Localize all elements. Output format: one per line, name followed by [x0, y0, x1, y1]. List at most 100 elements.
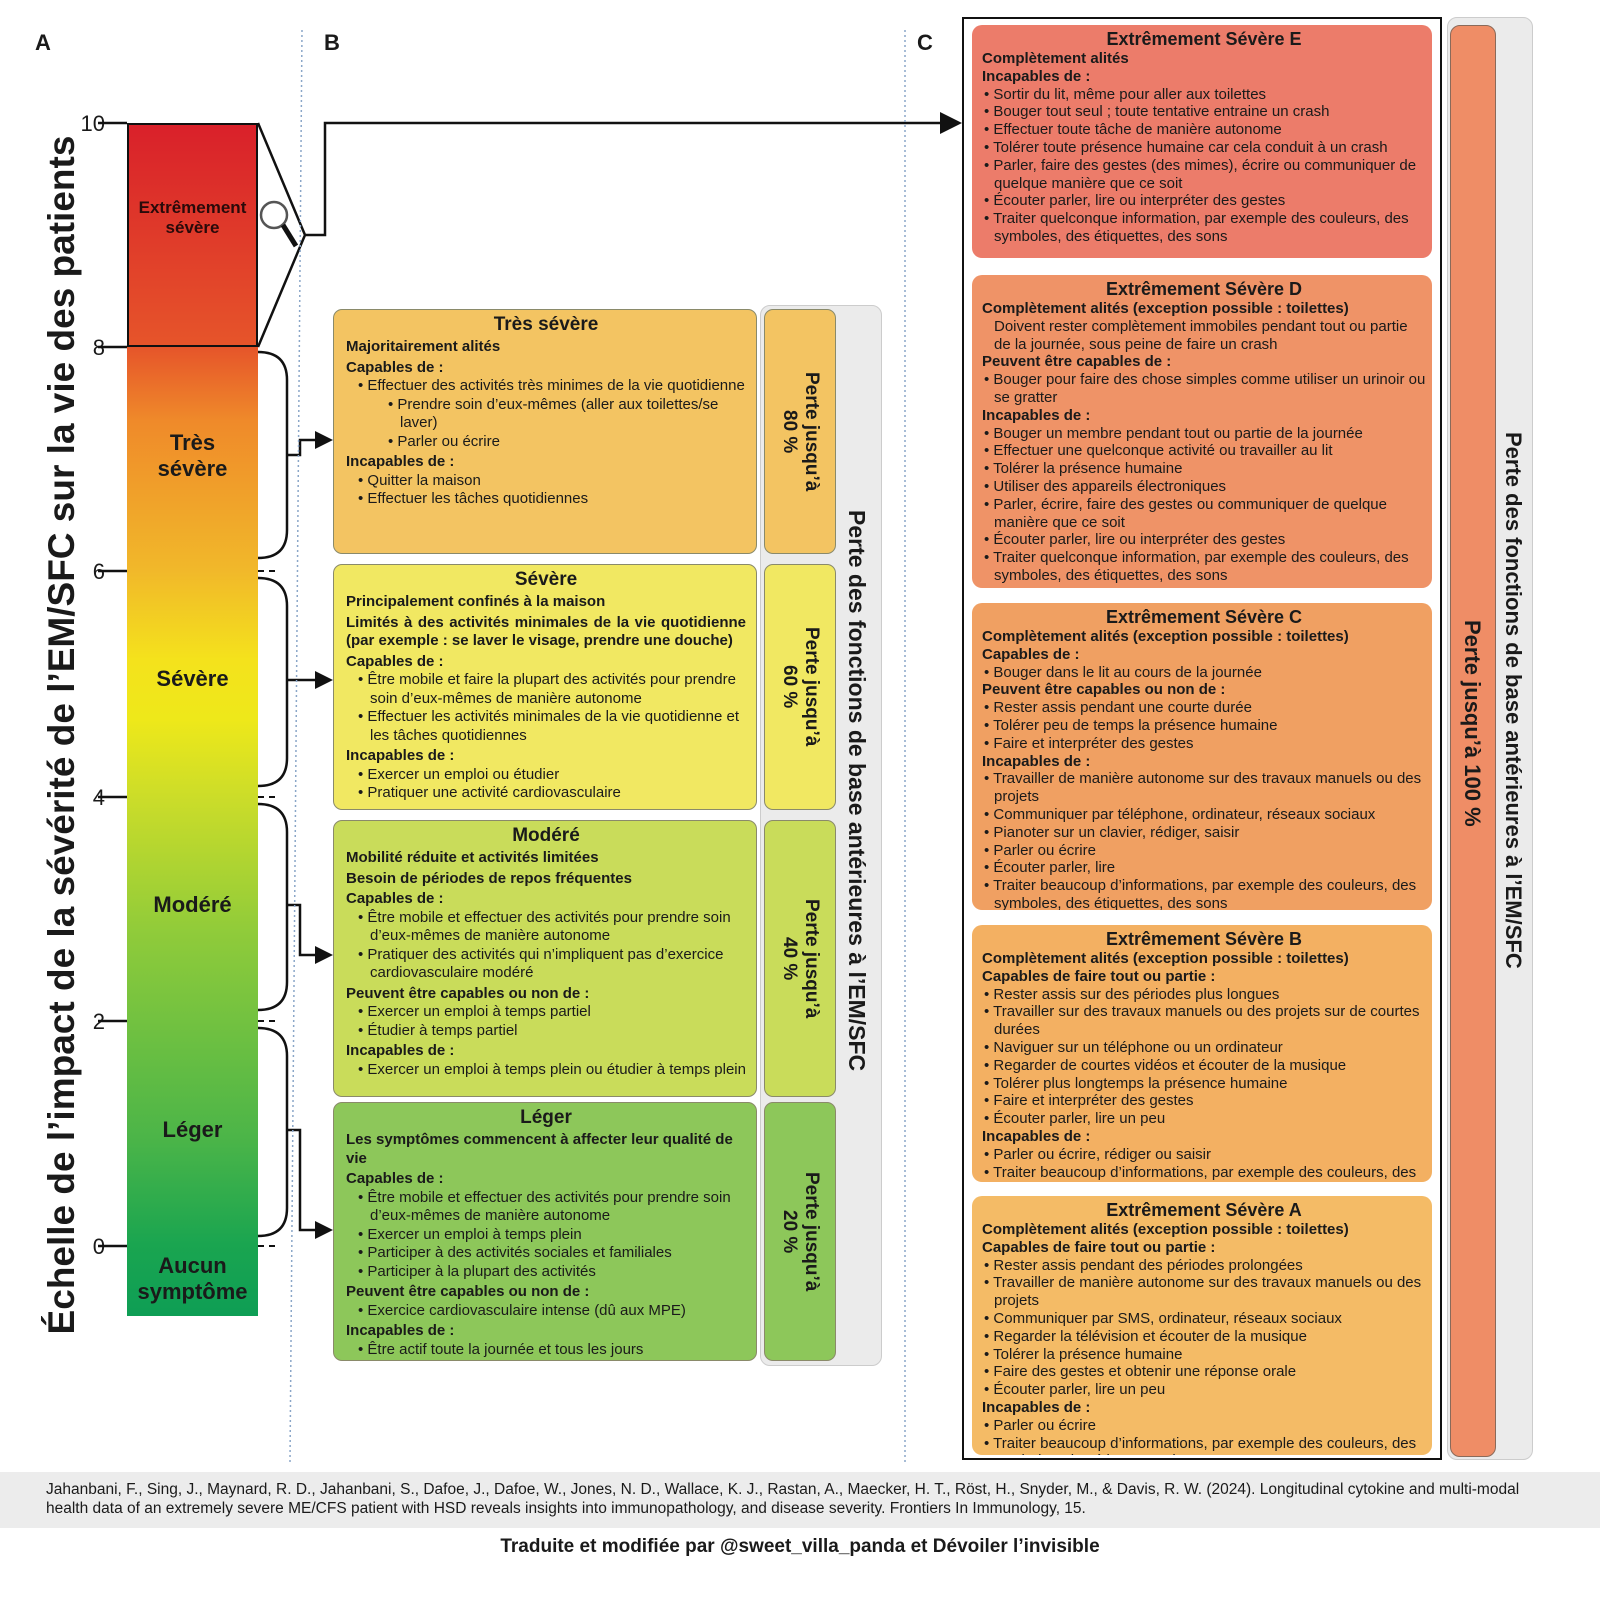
severity-box-title: Léger — [520, 1107, 572, 1128]
section-heading: Besoin de périodes de repos fréquentes — [346, 869, 632, 887]
list-item: • Écouter parler, lire un peu — [984, 1110, 1166, 1128]
credit-line: Traduite et modifiée par @sweet_villa_pa… — [500, 1536, 1100, 1557]
list-item: • Effectuer toute tâche de manière auton… — [984, 121, 1282, 139]
section-heading: Incapables de : — [346, 453, 455, 470]
list-item: • Regarder la télévision et écouter de l… — [984, 1327, 1307, 1345]
list-item: • Tolérer la présence humaine — [984, 1345, 1183, 1363]
level-extreme: Extrêmement sévère — [138, 198, 247, 237]
list-item: • Bouger dans le lit au cours de la jour… — [984, 663, 1262, 681]
section-heading: Capables de : — [346, 1170, 444, 1187]
list-item: • Rester assis pendant des périodes prol… — [984, 1256, 1303, 1274]
list-item: • Parler, écrire, faire des gestes ou co… — [984, 495, 1387, 531]
list-item: • Exercice cardiovasculaire intense (dû … — [358, 1301, 686, 1319]
list-item: • Travailler sur des travaux manuels ou … — [984, 1003, 1420, 1039]
list-item: • Prendre soin d’eux-mêmes (aller aux to… — [388, 395, 719, 432]
list-item: • Étudier à temps partiel — [358, 1021, 518, 1039]
list-item: • Parler ou écrire — [984, 841, 1096, 859]
section-heading: Majoritairement alités — [346, 338, 501, 355]
list-item: • Rester assis sur des périodes plus lon… — [984, 985, 1280, 1003]
section-heading: Peuvent être capables de : — [982, 353, 1172, 371]
list-item: • Traiter beaucoup d’informations, par e… — [984, 877, 1417, 910]
section-heading: Complètement alités (exception possible … — [982, 950, 1349, 967]
section-heading: Capables de : — [346, 652, 444, 670]
list-item: • Travailler de manière autonome sur des… — [984, 770, 1422, 806]
list-item: • Participer à la plupart des activités — [358, 1262, 596, 1280]
section-heading: Principalement confinés à la maison — [346, 593, 606, 610]
list-item: • Traiter quelconque information, par ex… — [984, 549, 1409, 584]
section-heading: Incapables de : — [982, 1398, 1091, 1416]
section-heading: Incapables de : — [982, 752, 1091, 770]
list-item: • Effectuer une quelconque activité ou t… — [984, 442, 1333, 460]
section-heading: Complètement alités (exception possible … — [982, 300, 1349, 317]
list-item: • Parler ou écrire — [984, 1416, 1096, 1434]
panel-label-c: C — [917, 30, 933, 55]
section-heading: Mobilité réduite et activités limitées — [346, 849, 599, 866]
loss-100-bar — [1450, 25, 1496, 1457]
list-item: • Écouter parler, lire un peu — [984, 1381, 1166, 1399]
list-item: • Effectuer les activités minimales de l… — [358, 708, 740, 744]
level-leger: Léger — [162, 1117, 223, 1142]
list-item: • Écouter parler, lire — [984, 859, 1116, 877]
section-heading: Incapables de : — [346, 747, 455, 764]
extreme-box-title: Extrêmement Sévère D — [1105, 279, 1303, 299]
list-item: • Exercer un emploi à temps plein — [358, 1225, 582, 1243]
loss-label: Perte jusqu’à 40 % — [779, 898, 822, 1019]
severity-scale-bar — [127, 123, 258, 1316]
loss-box-tres_severe: Perte jusqu’à 80 % — [764, 309, 836, 554]
severity-box-title: Très sévère — [493, 314, 599, 335]
level-severe: Sévère — [156, 666, 229, 691]
list-item: • Quitter la maison — [358, 471, 481, 489]
section-heading: Capables de faire tout ou partie : — [982, 967, 1216, 985]
list-item: • Parler ou écrire, rédiger ou saisir — [984, 1145, 1212, 1163]
section-heading: Capables de : — [982, 645, 1080, 663]
section-heading: Capables de : — [346, 890, 444, 907]
list-item: • Regarder de courtes vidéos et écouter … — [984, 1056, 1347, 1074]
list-item: • Communiquer par SMS, ordinateur, résea… — [984, 1309, 1342, 1327]
list-item: • Être mobile et effectuer des activités… — [358, 908, 731, 945]
level-tres-severe: Très sévère — [157, 430, 228, 481]
loss-100-label: Perte jusqu’à 100 % — [1460, 620, 1485, 827]
level-modere: Modéré — [153, 892, 232, 917]
list-item: • Travailler de manière autonome sur des… — [984, 1274, 1422, 1310]
panel-label-b: B — [324, 30, 340, 55]
magnifier-icon — [259, 200, 299, 248]
section-heading: Capables de faire tout ou partie : — [982, 1238, 1216, 1256]
list-item: • Écouter parler, lire ou interpréter de… — [984, 192, 1286, 210]
list-item: • Rester assis pendant une courte durée — [984, 699, 1252, 717]
citation: Jahanbani, F., Sing, J., Maynard, R. D.,… — [0, 1472, 1600, 1528]
list-item: • Parler, faire des gestes (des mimes), … — [984, 156, 1417, 192]
list-item: • Être mobile et faire la plupart des ac… — [358, 671, 736, 707]
list-item: • Tolérer plus longtemps la présence hum… — [984, 1074, 1288, 1092]
list-item: • Faire et interpréter des gestes — [984, 1092, 1194, 1110]
list-item: • Effectuer des activités très minimes d… — [358, 377, 745, 394]
section-heading: Complètement alités (exception possible … — [982, 628, 1349, 645]
level-aucun: Aucun symptôme — [137, 1253, 248, 1304]
extreme-box-title: Extrêmement Sévère C — [1105, 607, 1303, 627]
list-item: • Écouter parler, lire ou interpréter de… — [984, 531, 1286, 549]
list-item: • Bouger tout seul ; toute tentative ent… — [984, 103, 1330, 121]
list-item: • Sortir du lit, même pour aller aux toi… — [984, 85, 1267, 103]
list-item: • Pratiquer une activité cardiovasculair… — [358, 784, 621, 801]
section-heading: Incapables de : — [982, 406, 1091, 424]
section-heading: Capables de : — [346, 358, 444, 376]
panel-b-side-label: Perte des fonctions de base antérieures … — [844, 510, 870, 1072]
list-item: • Participer à des activités sociales et… — [358, 1244, 672, 1261]
section-heading: Incapables de : — [982, 67, 1091, 85]
section-heading: Incapables de : — [346, 1322, 455, 1339]
panel-c-side-label: Perte des fonctions de base antérieures … — [1501, 432, 1526, 969]
section-heading: Les symptômes commencent à affecter leur… — [346, 1131, 733, 1167]
panel-c-frame — [962, 17, 1442, 1460]
list-item: • Faire des gestes et obtenir une répons… — [984, 1363, 1297, 1381]
list-item: • Parler ou écrire — [388, 432, 500, 450]
section-heading: Peuvent être capables ou non de : — [982, 681, 1226, 699]
loss-label: Perte jusqu’à 20 % — [779, 1171, 822, 1292]
panel-label-a: A — [35, 30, 51, 55]
list-item: • Traiter beaucoup d’informations, par e… — [984, 1163, 1417, 1182]
